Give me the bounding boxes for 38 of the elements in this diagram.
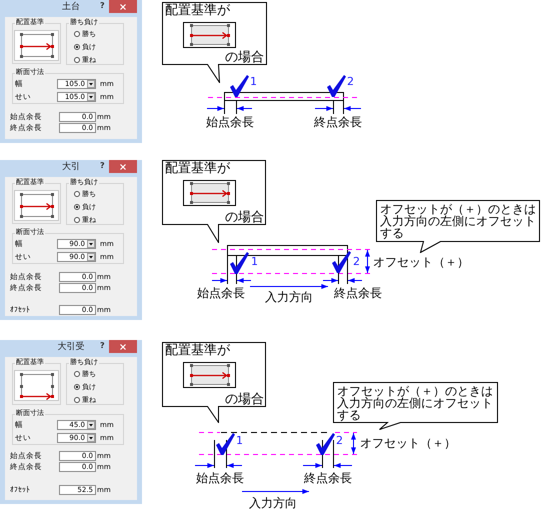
point-number: 1 bbox=[251, 256, 258, 267]
dimension-label: 始点余長 bbox=[196, 472, 244, 484]
callout-text: の場合 bbox=[225, 211, 264, 224]
offset-label: オフセット（＋） bbox=[373, 256, 469, 268]
callout-text: の場合 bbox=[225, 51, 264, 64]
help-label: ? bbox=[100, 2, 105, 10]
dialog-title: 大引 bbox=[62, 163, 80, 172]
point-number: 1 bbox=[236, 435, 243, 446]
help-label: ? bbox=[100, 162, 105, 170]
dimension-label: 始点余長 bbox=[206, 116, 254, 128]
callout-bubble bbox=[162, 342, 266, 423]
point-number: 2 bbox=[353, 256, 360, 267]
callout-text: オフセットが（＋）のときは入力方向の左側にオフセットする bbox=[380, 203, 537, 239]
direction-label: 入力方向 bbox=[265, 291, 313, 303]
callout-text: の場合 bbox=[225, 393, 264, 406]
callout-bubble bbox=[162, 2, 267, 83]
direction-label: 入力方向 bbox=[249, 497, 297, 509]
dimension-label: 終点余長 bbox=[314, 116, 362, 128]
point-number: 1 bbox=[250, 76, 257, 87]
dialog-title: 土台 bbox=[62, 3, 80, 12]
callout-text: 配置基準が bbox=[165, 344, 230, 357]
dimension-label: 終点余長 bbox=[334, 287, 382, 299]
dialog-window bbox=[0, 160, 142, 320]
dimension-label: 終点余長 bbox=[304, 472, 352, 484]
dialog-window bbox=[0, 340, 142, 504]
offset-label: オフセット（＋） bbox=[360, 437, 456, 449]
callout-bubble bbox=[376, 200, 540, 253]
callout-text: オフセットが（＋）のときは入力方向の左側にオフセットする bbox=[337, 385, 494, 421]
dialog-window bbox=[0, 0, 142, 143]
point-number: 2 bbox=[336, 435, 343, 446]
point-number: 2 bbox=[347, 76, 354, 87]
dimension-label: 始点余長 bbox=[197, 287, 245, 299]
dialog-title: 大引受 bbox=[58, 343, 84, 352]
help-label: ? bbox=[100, 342, 105, 350]
callout-text: 配置基準が bbox=[165, 4, 230, 17]
callout-text: 配置基準が bbox=[165, 162, 230, 175]
callout-bubble bbox=[333, 382, 498, 430]
callout-bubble bbox=[162, 160, 266, 243]
